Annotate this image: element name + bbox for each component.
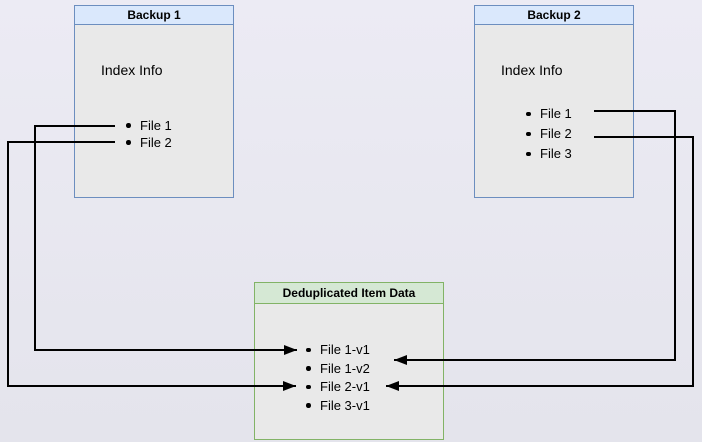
backup2-file-item: File 3	[524, 144, 572, 164]
backup2-file-item: File 2	[524, 124, 572, 144]
backup2-file-item: File 1	[524, 104, 572, 124]
backup2-file-list: File 1 File 2 File 3	[524, 104, 572, 164]
backup2-index-info-label: Index Info	[501, 62, 563, 78]
deduplicated-item-data-title: Deduplicated Item Data	[255, 283, 443, 304]
dedup-item: File 3-v1	[304, 397, 370, 416]
backup1-title: Backup 1	[75, 6, 233, 25]
dedup-item: File 2-v1	[304, 378, 370, 397]
backup2-title: Backup 2	[475, 6, 633, 25]
backup2-box: Backup 2 Index Info	[474, 5, 634, 198]
dedup-item: File 1-v1	[304, 341, 370, 360]
backup1-index-info-label: Index Info	[101, 62, 163, 78]
backup1-file-item: File 1	[124, 117, 172, 134]
backup1-file-list: File 1 File 2	[124, 117, 172, 151]
deduplicated-item-list: File 1-v1 File 1-v2 File 2-v1 File 3-v1	[304, 341, 370, 415]
dedup-item: File 1-v2	[304, 360, 370, 379]
backup1-box: Backup 1 Index Info	[74, 5, 234, 198]
backup1-file-item: File 2	[124, 134, 172, 151]
